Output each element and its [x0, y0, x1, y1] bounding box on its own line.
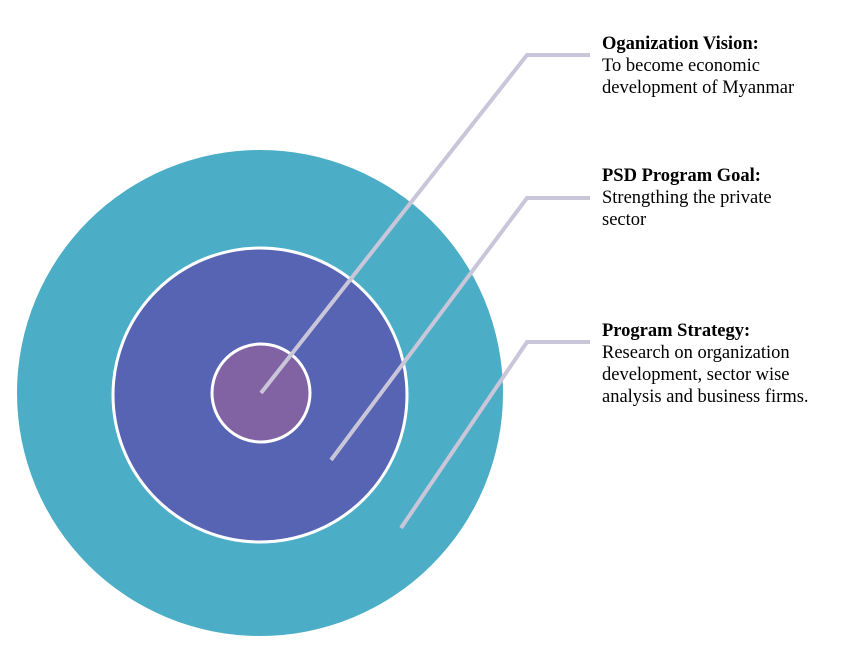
program-strategy-description: Research on organization development, se… — [602, 343, 809, 407]
vision-title: Oganization Vision: — [602, 34, 759, 54]
connector-line-vision — [259, 53, 590, 395]
connector-line-goal — [329, 196, 590, 462]
program-strategy-label: Program Strategy: Research on organizati… — [602, 320, 852, 408]
program-goal-title: PSD Program Goal: — [602, 166, 761, 186]
vision-description: To become economic development of Myanma… — [602, 56, 795, 98]
vision-label: Oganization Vision: To become economic d… — [602, 33, 852, 99]
program-strategy-title: Program Strategy: — [602, 321, 751, 341]
program-goal-description: Strengthing the private sector — [602, 188, 772, 230]
program-goal-label: PSD Program Goal: Strengthing the privat… — [602, 165, 852, 231]
connector-line-strategy — [399, 340, 590, 530]
